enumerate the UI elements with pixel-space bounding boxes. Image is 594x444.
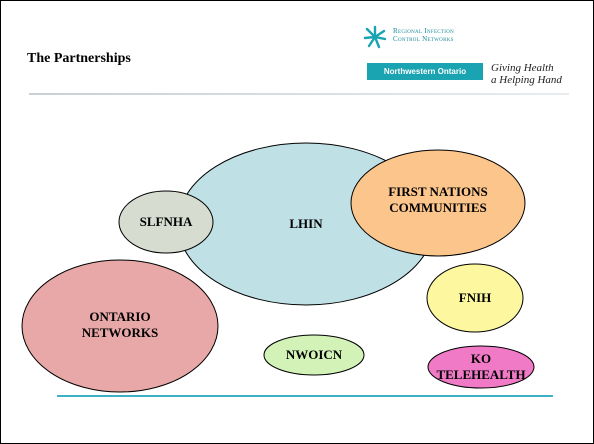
node-fnih-shape (426, 263, 524, 333)
tagline-line1: Giving Health (491, 62, 554, 74)
tagline-line2: a Helping Hand (491, 74, 562, 86)
node-first-nations-label-line: FIRST NATIONS (388, 184, 488, 199)
node-nwoicn: NWOICN (263, 334, 365, 376)
node-nwoicn-label-line: NWOICN (286, 347, 343, 362)
footer-divider (57, 395, 553, 397)
node-nwoicn-shape (263, 334, 365, 376)
node-slfnha-label-line: SLFNHA (140, 214, 193, 229)
node-lhin-label-line: LHIN (289, 216, 323, 231)
node-slfnha-shape (118, 190, 214, 254)
node-slfnha: SLFNHA (118, 190, 214, 254)
org-name-line1: Regional Infection (393, 27, 455, 35)
node-ontario-networks-label-line: ONTARIO (89, 309, 150, 324)
page-title: The Partnerships (27, 51, 131, 66)
node-lhin-label: LHIN (289, 216, 323, 231)
node-fnih-label-line: FNIH (459, 290, 492, 305)
node-first-nations-shape (350, 149, 526, 257)
node-ko-telehealth-label-line: KO (471, 351, 491, 366)
node-ko-telehealth-shape (427, 345, 535, 389)
node-fnih-label: FNIH (459, 290, 492, 305)
node-first-nations-label-line: COMMUNITIES (389, 200, 487, 215)
starburst-logo-icon (363, 25, 387, 49)
node-ko-telehealth-label-line: TELEHEALTH (436, 367, 525, 382)
node-slfnha-label: SLFNHA (140, 214, 193, 229)
tagline: Giving Health a Helping Hand (491, 62, 562, 86)
node-ontario-networks-label-line: NETWORKS (82, 325, 159, 340)
org-name-line2: Control Networks (393, 35, 454, 43)
node-nwoicn-label: NWOICN (286, 347, 343, 362)
node-ontario-networks-shape (21, 259, 219, 393)
node-fnih: FNIH (426, 263, 524, 333)
header-divider (29, 93, 569, 95)
org-name: Regional Infection Control Networks (393, 27, 503, 43)
region-banner: Northwestern Ontario (367, 63, 483, 80)
